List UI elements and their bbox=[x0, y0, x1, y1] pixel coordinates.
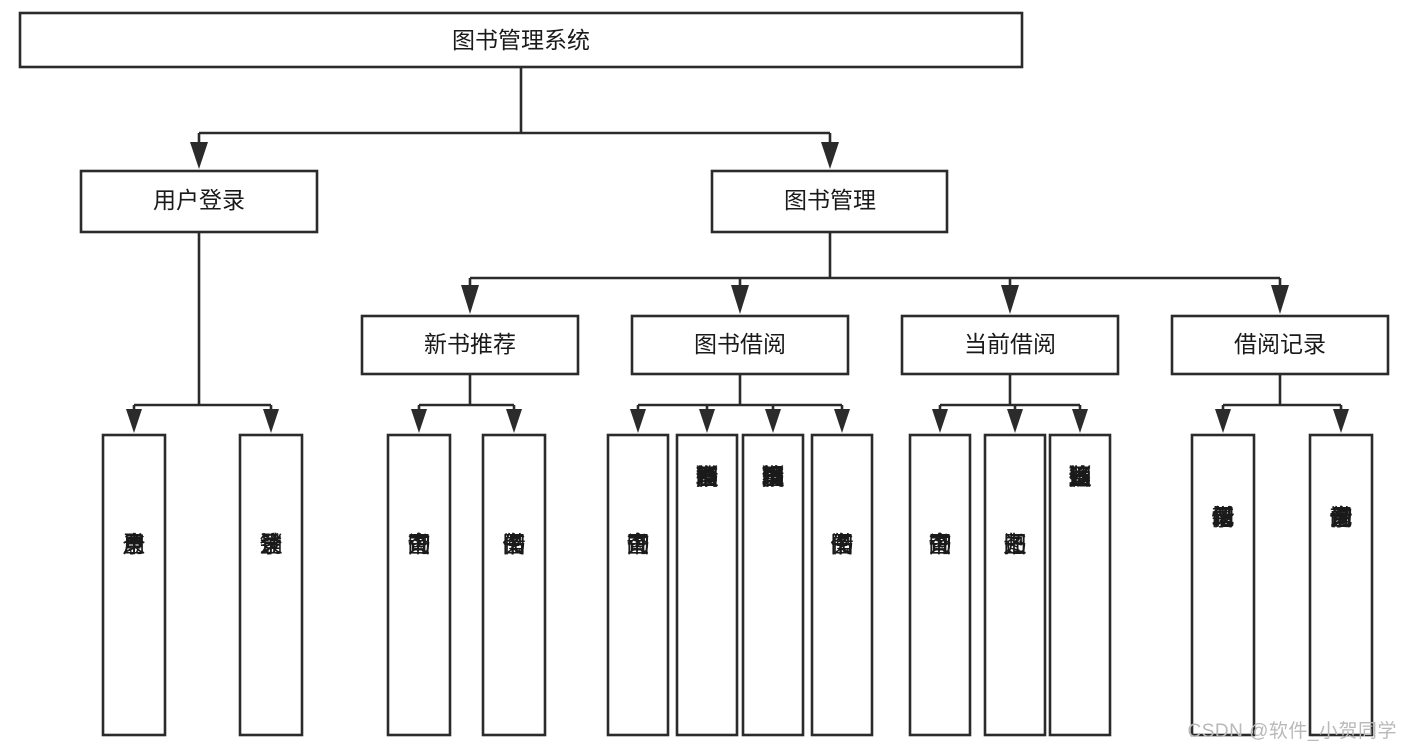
leaf-node-query-book-current[interactable]: 查询图书 bbox=[908, 433, 972, 737]
arrow-head-leaf-query-record bbox=[1333, 409, 1349, 433]
arrow-head-new-book-rec bbox=[461, 285, 479, 314]
node-root-box[interactable] bbox=[18, 11, 1024, 69]
arrow-head-leaf-borrow-book-a bbox=[506, 409, 522, 433]
leaf-node-return-book-box[interactable] bbox=[983, 433, 1047, 737]
connector-group-current-borrow bbox=[932, 374, 1088, 433]
leaf-node-edit-book-label: 编辑图书（管理员） bbox=[762, 464, 785, 490]
leaf-node-return-book[interactable]: 归还图书 bbox=[983, 433, 1047, 737]
node-current-borrow[interactable]: 当前借阅 bbox=[900, 314, 1120, 376]
leaf-node-query-book-rec[interactable]: 查询图书 bbox=[386, 433, 452, 737]
node-user-login[interactable]: 用户登录 bbox=[79, 169, 319, 234]
arrow-head-user-login bbox=[190, 142, 208, 169]
arrow-head-leaf-logout bbox=[263, 409, 279, 433]
node-book-mgmt-label: 图书管理 bbox=[784, 187, 876, 213]
arrow-head-leaf-confirm-return bbox=[1072, 409, 1088, 433]
leaf-node-confirm-return[interactable]: 确认归还（管理员） bbox=[1048, 433, 1112, 737]
arrow-head-leaf-borrow-book-b bbox=[834, 409, 850, 433]
node-book-borrow-label: 图书借阅 bbox=[694, 331, 786, 357]
node-user-login-box[interactable] bbox=[79, 169, 319, 234]
node-book-mgmt[interactable]: 图书管理 bbox=[710, 169, 949, 234]
leaf-node-query-book-rec-label: 查询图书 bbox=[408, 531, 431, 557]
node-current-borrow-box[interactable] bbox=[900, 314, 1120, 376]
arrow-head-leaf-query-book-c bbox=[932, 409, 948, 433]
node-new-book-rec-label: 新书推荐 bbox=[424, 331, 516, 357]
node-borrow-record-box[interactable] bbox=[1170, 314, 1390, 376]
node-book-borrow-box[interactable] bbox=[630, 314, 850, 376]
leaf-node-user-login-box[interactable] bbox=[101, 433, 167, 737]
arrow-head-leaf-return-book bbox=[1007, 409, 1023, 433]
leaf-node-borrow-book-rec-box[interactable] bbox=[481, 433, 547, 737]
leaf-node-confirm-return-label: 确认归还（管理员） bbox=[1069, 464, 1092, 490]
node-current-borrow-label: 当前借阅 bbox=[964, 331, 1056, 357]
arrow-head-book-mgmt bbox=[821, 142, 839, 169]
connector-group-book-borrow bbox=[630, 374, 850, 433]
leaf-node-borrow-book-rec[interactable]: 借阅图书 bbox=[481, 433, 547, 737]
node-book-borrow[interactable]: 图书借阅 bbox=[630, 314, 850, 376]
arrow-head-leaf-add-record bbox=[1215, 409, 1231, 433]
leaf-node-add-book[interactable]: 新增图书（管理员） bbox=[675, 433, 739, 737]
arrow-head-borrow-record bbox=[1271, 285, 1289, 314]
arrow-head-current-borrow bbox=[1001, 285, 1019, 314]
node-borrow-record[interactable]: 借阅记录 bbox=[1170, 314, 1390, 376]
arrow-head-leaf-add-book bbox=[699, 409, 715, 433]
arrow-head-leaf-user-login bbox=[126, 409, 142, 433]
node-user-login-label: 用户登录 bbox=[153, 187, 245, 213]
leaf-node-logout[interactable]: 注销登录 bbox=[238, 433, 304, 737]
node-root[interactable]: 图书管理系统 bbox=[18, 11, 1024, 69]
leaf-node-borrow-book-rec-label: 借阅图书 bbox=[503, 531, 526, 557]
leaf-node-edit-book-box[interactable] bbox=[741, 433, 805, 737]
node-new-book-rec[interactable]: 新书推荐 bbox=[360, 314, 580, 376]
leaf-node-query-book-rec-box[interactable] bbox=[386, 433, 452, 737]
leaf-node-add-record[interactable]: 新增借阅记录 bbox=[1190, 433, 1256, 737]
arrow-head-leaf-query-book-a bbox=[411, 409, 427, 433]
node-book-mgmt-box[interactable] bbox=[710, 169, 949, 234]
leaf-node-query-book-current-label: 查询图书 bbox=[929, 531, 952, 557]
node-new-book-rec-box[interactable] bbox=[360, 314, 580, 376]
connector-group-new-book-rec bbox=[411, 374, 522, 433]
leaf-node-add-book-box[interactable] bbox=[675, 433, 739, 737]
leaf-node-query-book-borrow-box[interactable] bbox=[606, 433, 670, 737]
leaf-node-logout-label: 注销登录 bbox=[260, 531, 283, 557]
connector-group-borrow-record bbox=[1215, 374, 1349, 433]
leaf-node-user-login-label: 用户登录 bbox=[123, 531, 146, 557]
node-root-label: 图书管理系统 bbox=[452, 27, 590, 53]
arrow-head-leaf-query-book-b bbox=[630, 409, 646, 433]
leaf-node-confirm-return-box[interactable] bbox=[1048, 433, 1112, 737]
leaf-node-add-record-label: 新增借阅记录 bbox=[1212, 504, 1235, 530]
connector-group-book-mgmt bbox=[461, 232, 1289, 314]
node-borrow-record-label: 借阅记录 bbox=[1234, 331, 1326, 357]
arrow-head-leaf-edit-book bbox=[765, 409, 781, 433]
connector-group-user-login bbox=[126, 232, 279, 433]
leaf-node-query-book-borrow[interactable]: 查询图书 bbox=[606, 433, 670, 737]
leaf-node-logout-box[interactable] bbox=[238, 433, 304, 737]
leaf-node-query-record[interactable]: 查询借阅记录 bbox=[1308, 433, 1374, 737]
connector-group-root bbox=[190, 67, 839, 169]
leaf-node-query-book-current-box[interactable] bbox=[908, 433, 972, 737]
leaf-node-borrow-book-label: 借阅图书 bbox=[831, 531, 854, 557]
leaf-node-query-record-box[interactable] bbox=[1308, 433, 1374, 737]
arrow-head-book-borrow bbox=[731, 285, 749, 314]
leaf-node-borrow-book-box[interactable] bbox=[810, 433, 874, 737]
leaf-node-edit-book[interactable]: 编辑图书（管理员） bbox=[741, 433, 805, 737]
leaf-node-query-book-borrow-label: 查询图书 bbox=[627, 531, 650, 557]
leaf-node-return-book-label: 归还图书 bbox=[1004, 531, 1027, 557]
leaf-node-add-book-label: 新增图书（管理员） bbox=[696, 464, 719, 490]
leaf-node-query-record-label: 查询借阅记录 bbox=[1330, 504, 1353, 530]
leaf-node-add-record-box[interactable] bbox=[1190, 433, 1256, 737]
leaf-node-user-login[interactable]: 用户登录 bbox=[101, 433, 167, 737]
leaf-node-borrow-book[interactable]: 借阅图书 bbox=[810, 433, 874, 737]
